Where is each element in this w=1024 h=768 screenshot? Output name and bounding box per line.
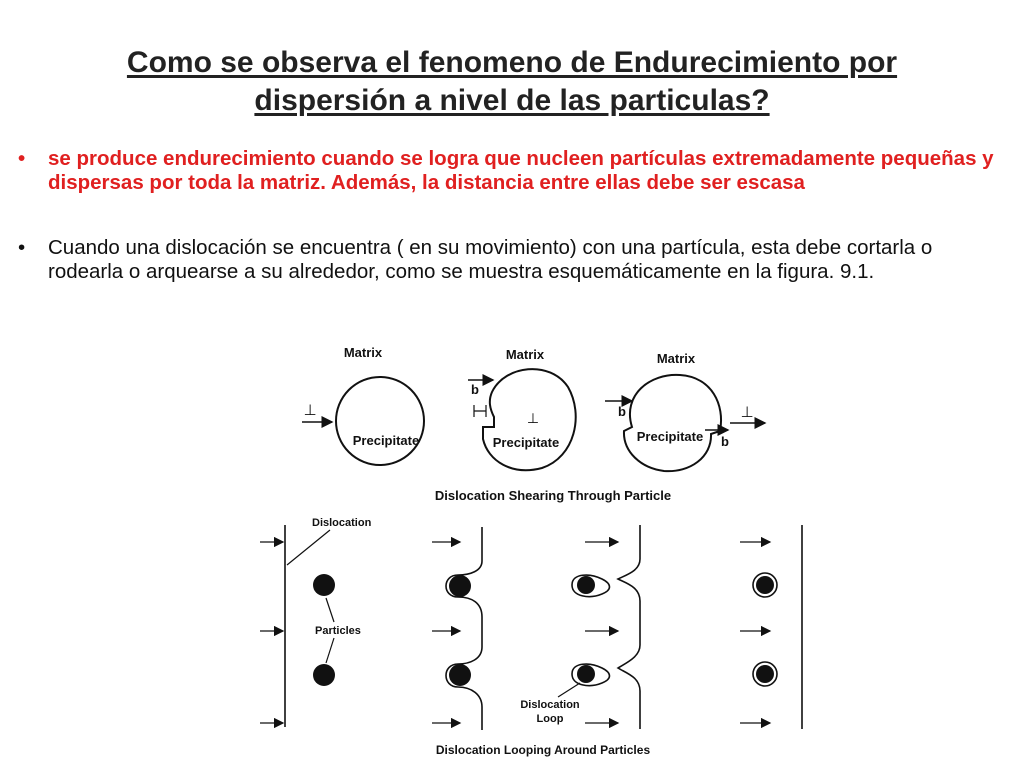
particle-dot — [756, 576, 774, 594]
sheared-precipitate — [622, 373, 722, 473]
bullet-text-1: se produce endurecimiento cuando se logr… — [48, 147, 994, 194]
shearing-caption: Dislocation Shearing Through Particle — [435, 488, 671, 503]
particles-label: Particles — [315, 625, 361, 637]
particle-dot — [449, 664, 471, 686]
dislocation-loop — [752, 661, 778, 687]
title-line-2: dispersión a nivel de las particulas? — [254, 84, 770, 117]
looping-stage-1: Dislocation Particles — [260, 517, 372, 729]
leader-line — [325, 637, 335, 664]
precipitate-label: Precipitate — [353, 433, 419, 448]
dislocation-figure: Matrix Precipitate ⊥ Matrix Precipitate … — [260, 345, 803, 757]
bowing-dislocation — [445, 527, 483, 730]
dislocation-symbol: ⊥ — [527, 410, 539, 426]
looping-caption: Dislocation Looping Around Particles — [436, 743, 651, 757]
title-line-1: Como se observa el fenomeno de Endurecim… — [126, 46, 898, 79]
dislocation-label: Dislocation — [312, 517, 372, 529]
passing-dislocation — [616, 525, 641, 729]
looping-stage-3: Dislocation Loop — [520, 525, 641, 729]
particle-dot — [756, 665, 774, 683]
shearing-diagram-1: Matrix Precipitate ⊥ — [302, 345, 425, 466]
dislocation-symbol: ⊥ — [740, 404, 753, 421]
dislocation-loop — [752, 572, 778, 598]
bullet-list: • se produce endurecimiento cuando se lo… — [18, 147, 1008, 284]
dislocation-loop — [571, 663, 611, 687]
particle-dot — [577, 576, 595, 594]
shearing-diagram-2: Matrix Precipitate ⊥ b — [468, 347, 577, 472]
loop-label-line-2: Loop — [537, 713, 564, 725]
dislocation-symbol: ⊥ — [303, 402, 316, 419]
burgers-vector-marker — [473, 405, 487, 417]
precipitate-label: Precipitate — [637, 429, 703, 444]
bullet-text-2: Cuando una dislocación se encuentra ( en… — [48, 236, 933, 283]
looping-stage-2 — [432, 527, 483, 730]
particle-dot — [313, 664, 335, 686]
leader-line — [325, 597, 335, 623]
shearing-diagram-3: Matrix Precipitate b ⊥ b — [605, 351, 767, 473]
sheared-precipitate — [482, 368, 577, 472]
looping-stage-4 — [740, 525, 803, 729]
loop-label-line-1: Dislocation — [520, 699, 580, 711]
burgers-label: b — [721, 434, 729, 449]
matrix-label: Matrix — [344, 345, 383, 360]
particle-dot — [313, 574, 335, 596]
leader-line — [557, 682, 581, 698]
matrix-label: Matrix — [657, 351, 696, 366]
bullet-dot-icon: • — [18, 236, 26, 259]
bullet-dot-icon: • — [18, 147, 26, 170]
bullet-item-2: • Cuando una dislocación se encuentra ( … — [18, 236, 1008, 284]
bullet-item-1: • se produce endurecimiento cuando se lo… — [18, 147, 1008, 195]
precipitate-label: Precipitate — [493, 435, 559, 450]
matrix-label: Matrix — [506, 347, 545, 362]
particle-dot — [449, 575, 471, 597]
precipitate-circle — [335, 376, 425, 466]
particle-dot — [577, 665, 595, 683]
leader-line — [286, 529, 331, 566]
burgers-label: b — [471, 382, 479, 397]
burgers-label: b — [618, 404, 626, 419]
slide-title: Como se observa el fenomeno de Endurecim… — [60, 44, 964, 120]
dislocation-loop — [571, 574, 611, 598]
